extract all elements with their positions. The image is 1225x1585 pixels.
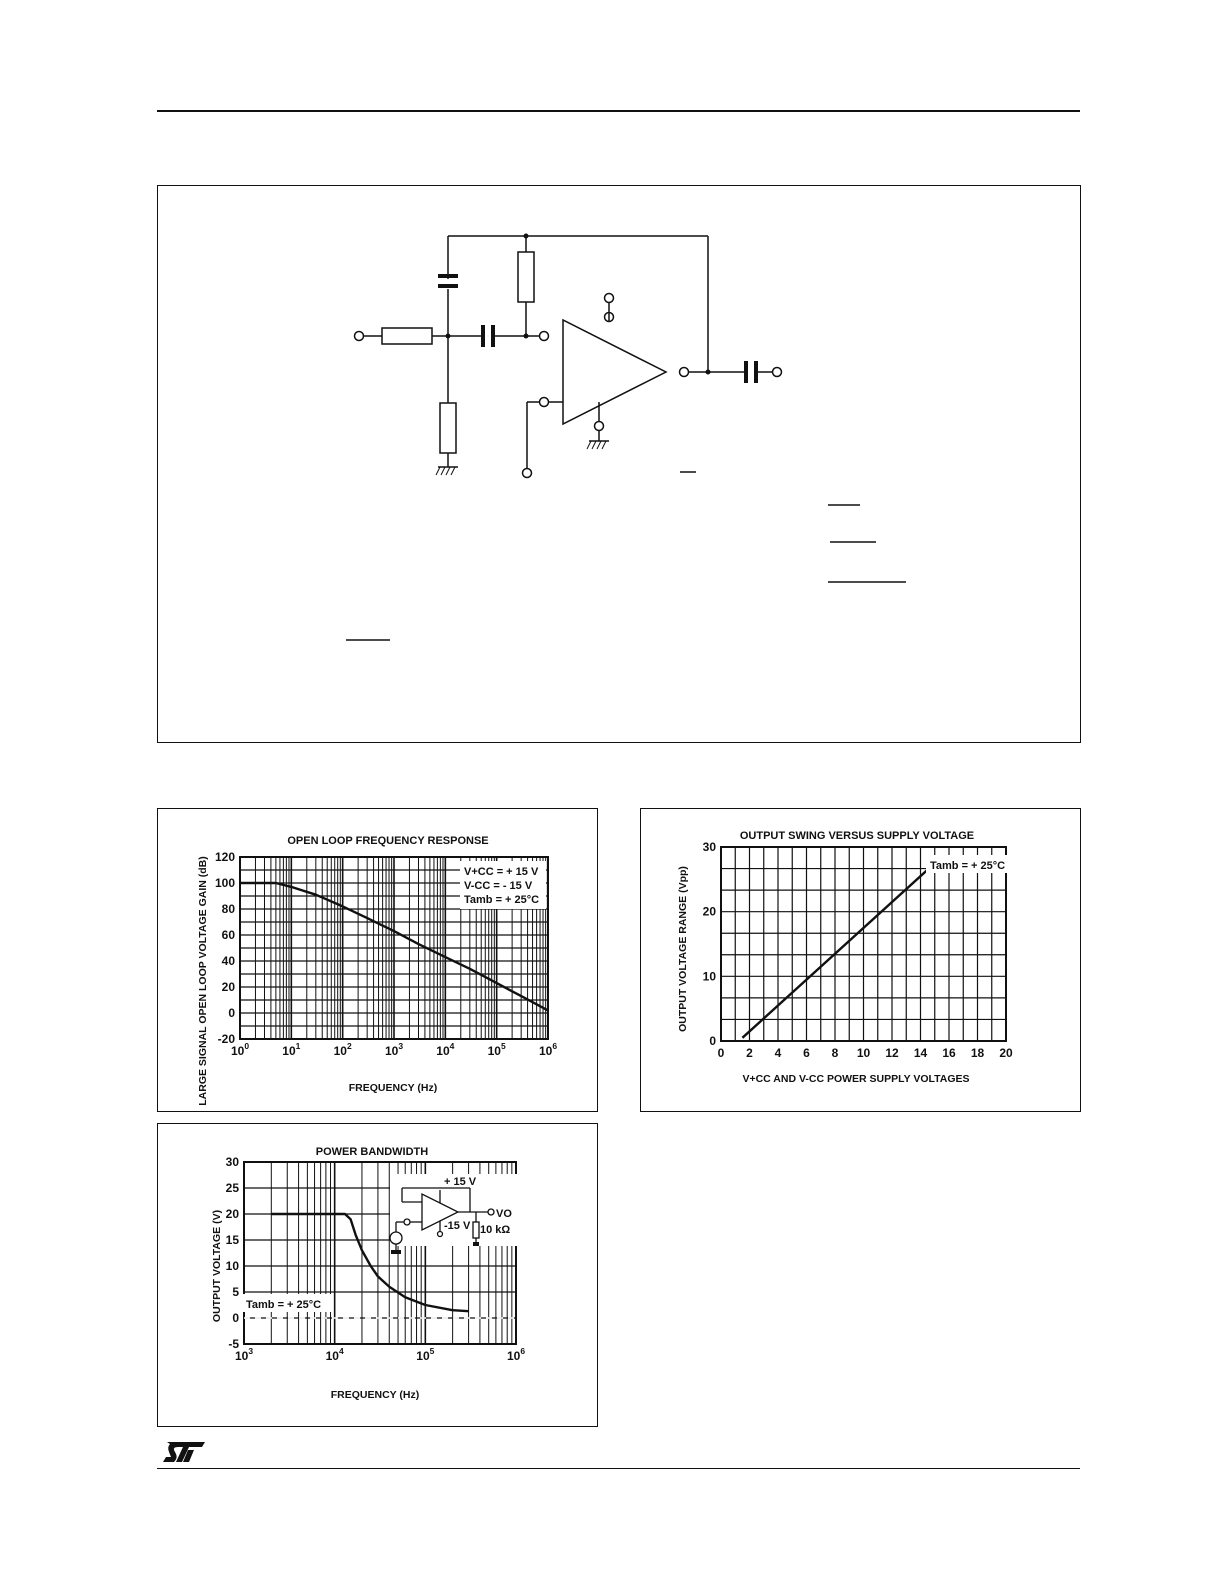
- condition-tamb: Tamb = + 25°C: [246, 1299, 321, 1311]
- y-tick-label: 80: [222, 902, 236, 916]
- x-axis-label: FREQUENCY (Hz): [349, 1082, 437, 1094]
- inset-vminus: -15 V: [444, 1220, 471, 1232]
- x-tick-label: 10: [857, 1046, 871, 1060]
- x-tick-label: 106: [539, 1041, 557, 1058]
- chart-output-swing-frame: OUTPUT SWING VERSUS SUPPLY VOLTAGE OUTPU…: [640, 808, 1081, 1112]
- y-tick-label: 15: [226, 1233, 240, 1247]
- chart-open-loop-frame: OPEN LOOP FREQUENCY RESPONSE LARGE SIGNA…: [157, 808, 598, 1112]
- x-tick-label: 102: [334, 1041, 352, 1058]
- y-tick-label: 25: [226, 1181, 240, 1195]
- y-axis-label: LARGE SIGNAL OPEN LOOP VOLTAGE GAIN (dB): [197, 856, 209, 1105]
- y-tick-label: 0: [232, 1311, 239, 1325]
- series-line: [741, 862, 936, 1039]
- x-tick-label: 6: [803, 1046, 810, 1060]
- x-tick-label: 8: [832, 1046, 839, 1060]
- condition-vcc-minus: V-CC = - 15 V: [464, 880, 533, 892]
- x-tick-label: 12: [885, 1046, 899, 1060]
- conditions-legend: Tamb = + 25°C: [926, 855, 1010, 873]
- y-tick-label: -20: [218, 1032, 236, 1046]
- series-line: [240, 881, 549, 1012]
- x-tick-label: 0: [718, 1046, 725, 1060]
- x-tick-label: 20: [999, 1046, 1013, 1060]
- series-line: [271, 1212, 469, 1313]
- x-tick-label: 4: [775, 1046, 782, 1060]
- y-tick-label: 40: [222, 954, 236, 968]
- power-bandwidth-chart: POWER BANDWIDTH OUTPUT VOLTAGE (V) FREQU…: [211, 1146, 525, 1401]
- header-rule: [157, 110, 1080, 112]
- y-tick-label: 10: [226, 1259, 240, 1273]
- x-tick-label: 105: [416, 1346, 434, 1363]
- x-tick-label: 101: [282, 1041, 300, 1058]
- y-tick-label: 30: [703, 840, 717, 854]
- x-tick-label: 105: [488, 1041, 506, 1058]
- condition-tamb: Tamb = + 25°C: [464, 894, 539, 906]
- footer-rule: [157, 1468, 1080, 1469]
- inset-load: 10 kΩ: [480, 1224, 510, 1236]
- x-tick-label: 16: [942, 1046, 956, 1060]
- open-loop-chart: OPEN LOOP FREQUENCY RESPONSE LARGE SIGNA…: [197, 835, 557, 1106]
- x-tick-label: 18: [971, 1046, 985, 1060]
- condition-vcc-plus: V+CC = + 15 V: [464, 866, 539, 878]
- y-tick-label: -5: [228, 1337, 239, 1351]
- x-tick-label: 103: [385, 1041, 403, 1058]
- y-tick-label: 0: [709, 1034, 716, 1048]
- y-tick-label: 20: [222, 980, 236, 994]
- y-tick-label: 10: [703, 969, 717, 983]
- conditions-legend: Tamb = + 25°C: [242, 1294, 332, 1312]
- st-logo: [163, 1442, 205, 1462]
- inset-vplus: + 15 V: [444, 1176, 477, 1188]
- y-axis-label: OUTPUT VOLTAGE RANGE (Vpp): [677, 866, 689, 1032]
- schematic-diagram: [346, 233, 906, 641]
- y-tick-label: 20: [703, 905, 717, 919]
- chart-title: OUTPUT SWING VERSUS SUPPLY VOLTAGE: [740, 830, 974, 842]
- x-tick-label: 104: [436, 1041, 454, 1058]
- chart-title: POWER BANDWIDTH: [316, 1146, 428, 1158]
- x-tick-label: 104: [326, 1346, 344, 1363]
- y-tick-label: 60: [222, 928, 236, 942]
- chart-power-bandwidth-frame: POWER BANDWIDTH OUTPUT VOLTAGE (V) FREQU…: [157, 1123, 598, 1427]
- y-tick-label: 30: [226, 1155, 240, 1169]
- y-axis-label: OUTPUT VOLTAGE (V): [211, 1210, 223, 1322]
- y-tick-label: 120: [215, 850, 235, 864]
- condition-tamb: Tamb = + 25°C: [930, 860, 1005, 872]
- y-tick-label: 100: [215, 876, 235, 890]
- conditions-legend: V+CC = + 15 V V-CC = - 15 V Tamb = + 25°…: [460, 861, 546, 909]
- x-axis-label: V+CC AND V-CC POWER SUPPLY VOLTAGES: [742, 1073, 969, 1085]
- inset-vo: VO: [496, 1208, 512, 1220]
- test-circuit-inset: + 15 V -15 V VO 10 kΩ: [389, 1174, 522, 1254]
- x-tick-label: 14: [914, 1046, 928, 1060]
- y-tick-label: 5: [232, 1285, 239, 1299]
- x-axis-label: FREQUENCY (Hz): [331, 1389, 419, 1401]
- y-tick-label: 0: [228, 1006, 235, 1020]
- x-tick-label: 2: [746, 1046, 753, 1060]
- x-tick-label: 106: [507, 1346, 525, 1363]
- chart-title: OPEN LOOP FREQUENCY RESPONSE: [287, 835, 488, 847]
- schematic-frame: [157, 185, 1081, 743]
- y-tick-label: 20: [226, 1207, 240, 1221]
- output-swing-chart: OUTPUT SWING VERSUS SUPPLY VOLTAGE OUTPU…: [677, 830, 1013, 1085]
